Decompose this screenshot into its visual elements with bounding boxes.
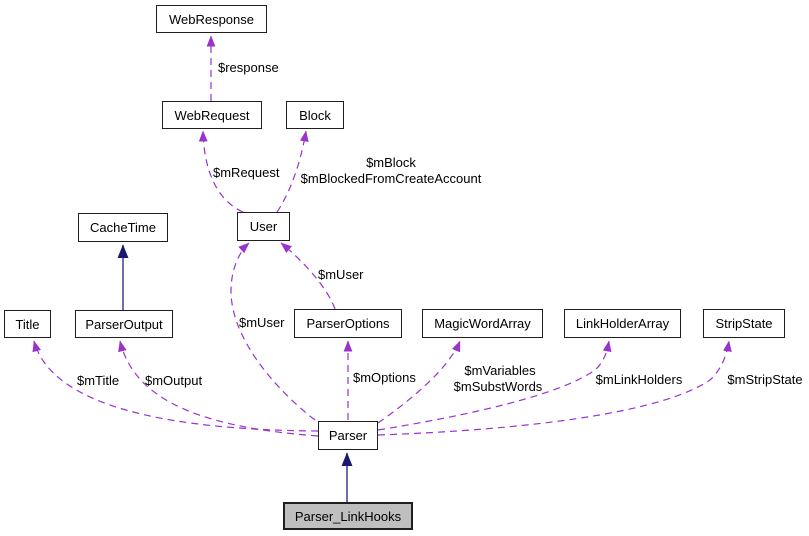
node-parser-label: Parser [328, 428, 368, 443]
node-webrequest-label: WebRequest [174, 107, 250, 123]
node-webrequest[interactable]: WebRequest [162, 101, 262, 129]
node-parseroutput-label: ParserOutput [85, 316, 163, 332]
node-user[interactable]: User [237, 212, 290, 241]
node-linkholderarray[interactable]: LinkHolderArray [564, 309, 681, 338]
node-cachetime[interactable]: CacheTime [78, 213, 168, 242]
node-stripstate-label: StripState [715, 316, 773, 331]
edge-label-mtitle: $mTitle [77, 373, 119, 388]
node-webresponse[interactable]: WebResponse [156, 5, 267, 33]
edge-parser-to-title [32, 340, 319, 432]
edge-label-response: $response [218, 60, 279, 75]
edge-label-mblock: $mBlock [366, 155, 416, 170]
edge-label-mlinkholders: $mLinkHolders [596, 372, 683, 387]
node-parseroutput[interactable]: ParserOutput [75, 310, 173, 338]
node-title-label: Title [15, 316, 40, 332]
edge-label-mrequest: $mRequest [213, 165, 280, 180]
node-magicwordarray[interactable]: MagicWordArray [422, 309, 543, 338]
node-parseroptions-label: ParserOptions [306, 316, 390, 331]
node-block[interactable]: Block [286, 101, 344, 129]
edge-label-msubstwords: $mSubstWords [454, 379, 543, 394]
node-block-label: Block [299, 107, 331, 123]
edge-label-mstripstate: $mStripState [727, 372, 802, 387]
node-parseroptions[interactable]: ParserOptions [294, 309, 402, 338]
node-stripstate[interactable]: StripState [703, 309, 785, 338]
node-linkholderarray-label: LinkHolderArray [575, 316, 670, 331]
node-cachetime-label: CacheTime [90, 220, 156, 235]
edge-user-to-webrequest [198, 130, 244, 213]
edge-label-mblockedfromcreateaccount: $mBlockedFromCreateAccount [301, 171, 482, 186]
edge-parseroptions-to-user [280, 242, 336, 310]
edge-parser-to-linkholderarray [377, 340, 612, 431]
edge-label-muser-parseroptions: $mUser [318, 267, 364, 282]
edge-user-to-block [276, 130, 309, 213]
edge-label-moptions: $mOptions [353, 370, 416, 385]
node-user-label: User [249, 219, 278, 234]
node-parser[interactable]: Parser [318, 421, 378, 450]
edge-parser-to-magicwordarray [377, 340, 461, 424]
edge-label-muser-parser: $mUser [239, 315, 285, 330]
node-parser-linkhooks-current: Parser_LinkHooks [283, 502, 413, 530]
node-title[interactable]: Title [4, 310, 51, 338]
edge-label-mvariables: $mVariables [464, 363, 536, 378]
edge-label-moutput: $mOutput [145, 373, 202, 388]
node-webresponse-label: WebResponse [168, 11, 255, 27]
edge-parser-to-parseroutput [118, 340, 319, 437]
edge-parser-to-stripstate [377, 340, 732, 436]
node-parser-linkhooks-label: Parser_LinkHooks [294, 508, 402, 524]
node-magicwordarray-label: MagicWordArray [434, 316, 531, 331]
edge-parser-to-user [230, 242, 316, 421]
